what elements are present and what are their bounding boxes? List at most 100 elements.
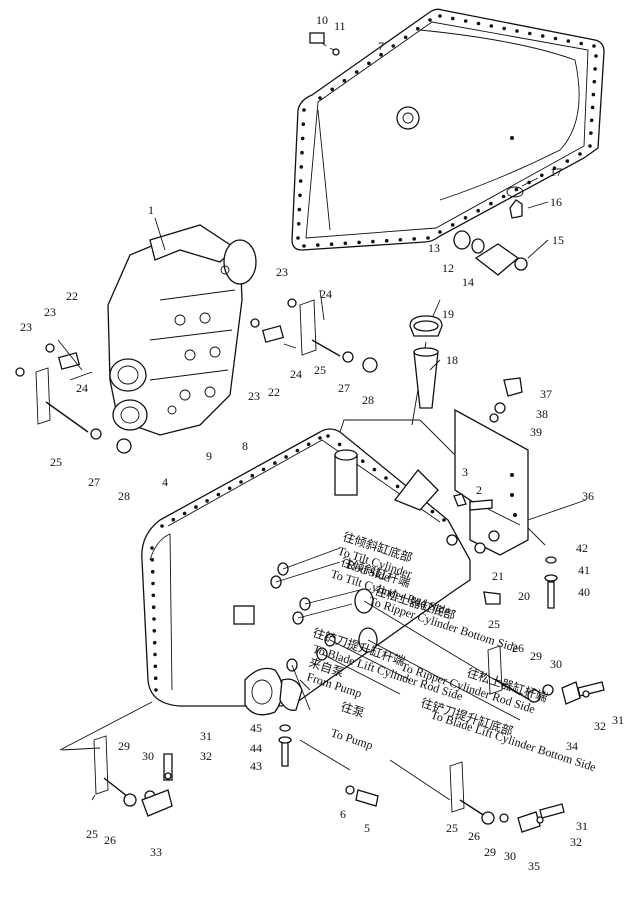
bolt-hole: [300, 136, 305, 141]
part-label-37: 37: [540, 387, 552, 401]
bolt-hole: [297, 207, 302, 212]
bolt-hole: [540, 173, 544, 178]
bolt-hole: [354, 70, 359, 74]
part-label-41: 41: [578, 563, 590, 577]
bolt-hole: [489, 24, 494, 28]
part-label-22b: 22: [268, 385, 280, 399]
part-label-1: 1: [148, 203, 154, 217]
bolt-hole: [296, 222, 301, 226]
bolt-hole: [553, 36, 558, 41]
bolt-hole: [589, 131, 593, 135]
bolt-hole: [412, 237, 417, 241]
part-label-23d: 23: [276, 265, 288, 279]
bolt-hole: [384, 476, 388, 480]
lever-linkages: [93, 645, 605, 833]
part-label-25a: 25: [50, 455, 62, 469]
part-label-33: 33: [150, 845, 162, 859]
part-label-13: 13: [428, 241, 440, 255]
bolt-hole: [301, 122, 306, 126]
bolt-hole: [591, 92, 596, 97]
hydraulic-tank-body: [141, 428, 471, 716]
bolt-hole: [540, 34, 545, 38]
bolt-hole: [261, 467, 266, 472]
bolt-hole: [216, 492, 221, 497]
bolt-hole: [361, 459, 365, 464]
bolt-hole: [153, 652, 157, 657]
part-label-43: 43: [250, 759, 262, 773]
bolt-hole: [227, 486, 232, 491]
bolt-hole: [372, 467, 377, 472]
part-label-39: 39: [530, 425, 542, 439]
bolt-hole: [151, 581, 155, 586]
bolt-hole: [160, 524, 164, 528]
part-label-25e: 25: [446, 821, 458, 835]
part-label-21: 21: [492, 569, 504, 583]
bolt-hole: [342, 78, 347, 83]
bolt-hole: [428, 18, 432, 22]
to-pump-en: To Pump: [329, 726, 375, 753]
bolt-hole: [306, 442, 311, 447]
bolt-hole: [150, 558, 155, 562]
part-label-24a: 24: [76, 381, 88, 395]
bolt-hole: [330, 87, 335, 92]
bolt-hole: [403, 35, 408, 40]
part-label-18: 18: [446, 353, 458, 367]
part-label-10: 10: [316, 13, 328, 27]
part-label-31c: 31: [576, 819, 588, 833]
filter-element: [409, 315, 443, 409]
part-labels: 10 11 7 17 16 15 13 12 14 1 22 23 23 24 …: [20, 13, 624, 873]
part-label-45: 45: [250, 721, 262, 735]
part-label-38: 38: [536, 407, 548, 421]
bolt-hole: [384, 238, 389, 243]
bolt-hole: [476, 21, 481, 26]
part-label-7: 7: [378, 39, 384, 53]
part-label-15: 15: [552, 233, 564, 247]
part-label-28b: 28: [362, 393, 374, 407]
part-label-9: 9: [206, 449, 212, 463]
bolt-hole: [316, 243, 320, 247]
part-label-22a: 22: [66, 289, 78, 303]
part-label-25b: 25: [314, 363, 326, 377]
bolt-hole: [318, 436, 322, 440]
bolt-hole: [194, 505, 198, 509]
bolt-hole: [430, 509, 435, 514]
bolt-hole: [594, 54, 598, 58]
bolt-hole: [151, 605, 156, 609]
bolt-hole: [318, 96, 322, 100]
part-label-25d: 25: [86, 827, 98, 841]
bolt-hole: [588, 144, 592, 148]
bolt-hole: [295, 448, 300, 453]
bolt-hole: [590, 105, 595, 110]
part-label-26b: 26: [104, 833, 116, 847]
bolt-hole: [501, 194, 506, 199]
bolt-hole: [398, 238, 403, 242]
tank-bolt-holes: [150, 434, 446, 692]
part-label-20: 20: [518, 589, 530, 603]
part-label-27b: 27: [338, 381, 350, 395]
part-label-42: 42: [576, 541, 588, 555]
bolt-hole: [152, 640, 157, 645]
bolt-hole: [367, 61, 371, 66]
part-label-24c: 24: [320, 287, 332, 301]
part-label-14: 14: [462, 275, 474, 289]
part-label-32c: 32: [570, 835, 582, 849]
part-label-30a: 30: [550, 657, 562, 671]
part-label-6: 6: [340, 807, 346, 821]
bolt-hole: [239, 480, 243, 484]
part-label-8: 8: [242, 439, 248, 453]
fasteners: [278, 493, 558, 807]
bolt-hole: [592, 44, 596, 48]
part-label-23c: 23: [248, 389, 260, 403]
bolt-hole: [296, 236, 300, 240]
part-label-29c: 29: [484, 845, 496, 859]
right-valve-linkage: [250, 289, 378, 373]
cover-small-parts: [309, 32, 528, 276]
mounting-bracket: [454, 377, 529, 556]
bolt-hole: [284, 455, 288, 459]
bolt-hole: [379, 52, 383, 57]
part-label-44: 44: [250, 741, 262, 755]
part-label-23a: 23: [20, 320, 32, 334]
bolt-hole: [463, 216, 468, 220]
part-label-35: 35: [528, 859, 540, 873]
